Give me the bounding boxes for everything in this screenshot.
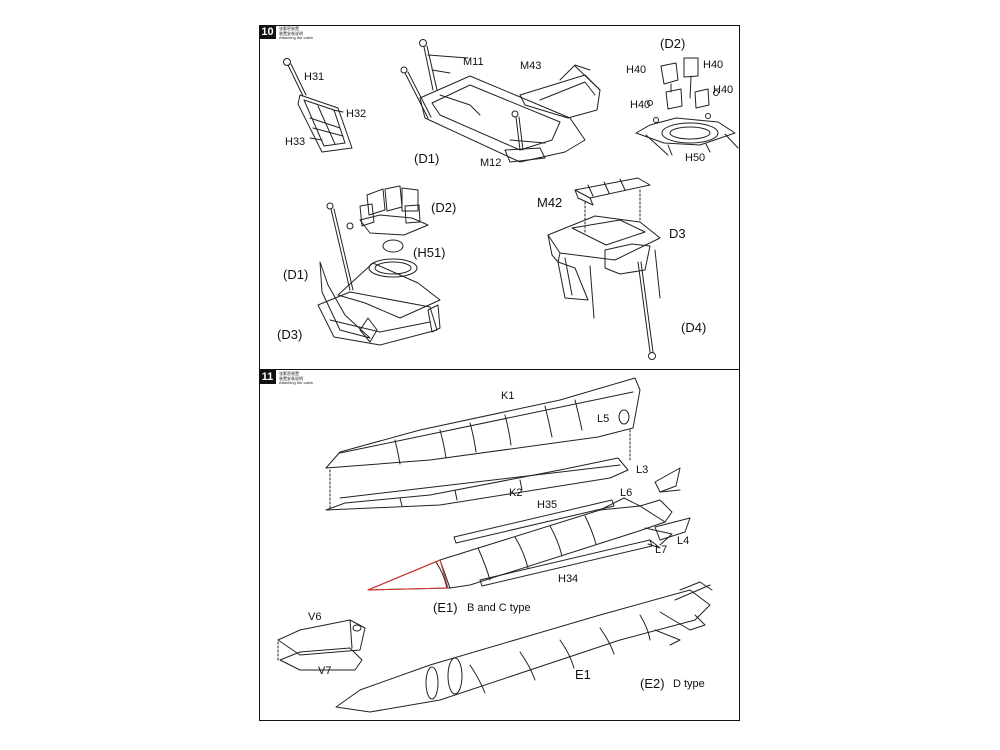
label-m12: M12 (480, 157, 502, 169)
part-v6-v7-nose (277, 619, 366, 671)
label-e1: E1 (575, 667, 591, 682)
label-l3: L3 (636, 464, 649, 476)
step-11-caption-cn-2: 装置安装说明 (279, 375, 303, 381)
part-m42-cabin (547, 177, 661, 360)
nose-cone-highlight (367, 559, 449, 591)
step-11-caption-cn-1: 张緊密装置 (279, 371, 299, 376)
step-10-number: 10 (259, 25, 276, 39)
step-11-caption-en: Attaching the cabin (279, 380, 314, 385)
label-e2-variant: (E2) (640, 676, 665, 691)
label-l4: L4 (677, 535, 690, 547)
part-k1-k2-fairing (325, 377, 641, 511)
label-m42: M42 (537, 195, 563, 210)
part-missile-body (367, 497, 673, 591)
label-m43: M43 (520, 60, 542, 72)
label-v6: V6 (308, 611, 322, 623)
label-h40-a: H40 (626, 64, 647, 76)
label-d3-mid: (D3) (277, 327, 303, 342)
label-d4: (D4) (681, 320, 707, 335)
step-10-caption-cn-1: 张緊密装置 (279, 26, 299, 31)
label-e1-variant: (E1) (433, 600, 458, 615)
label-k1: K1 (501, 390, 515, 402)
label-h33: H33 (285, 136, 306, 148)
label-l7: L7 (655, 544, 668, 556)
label-e1-note: B and C type (467, 602, 531, 614)
step-10-caption: 张緊密装置 装置安装说明 Attaching the cabin (279, 26, 314, 41)
label-v7: V7 (318, 665, 332, 677)
label-h35: H35 (537, 499, 558, 511)
part-m11-m43-frame (400, 39, 601, 163)
label-h40-c: H40 (630, 99, 651, 111)
label-h40-d: H40 (713, 84, 734, 96)
label-d1-top: (D1) (414, 151, 440, 166)
label-d3-right: D3 (669, 226, 686, 241)
label-h31: H31 (304, 71, 325, 83)
label-k2: K2 (509, 487, 523, 499)
label-e2-note: D type (673, 678, 705, 690)
label-d2-mid: (D2) (431, 200, 457, 215)
label-l5: L5 (597, 413, 610, 425)
label-h50: H50 (685, 152, 706, 164)
step-10-caption-en: Attaching the cabin (279, 35, 314, 40)
part-e1-missile (335, 581, 713, 713)
label-d1-mid: (D1) (283, 267, 309, 282)
label-h32: H32 (346, 108, 367, 120)
label-h51: (H51) (413, 245, 446, 260)
part-d2-mount (635, 57, 739, 156)
step-10-caption-cn-2: 装置安装说明 (279, 30, 303, 36)
label-l6: L6 (620, 487, 633, 499)
part-d1-d3-assembly (317, 185, 441, 346)
label-h40-b: H40 (703, 59, 724, 71)
step-divider (260, 369, 739, 370)
label-m11: M11 (463, 56, 484, 68)
label-d2-top: (D2) (660, 36, 686, 51)
step-11-caption: 张緊密装置 装置安装说明 Attaching the cabin (279, 371, 314, 386)
step-11-number: 11 (259, 370, 276, 384)
part-h31-h33-strut (283, 58, 353, 153)
label-h34: H34 (558, 573, 579, 585)
